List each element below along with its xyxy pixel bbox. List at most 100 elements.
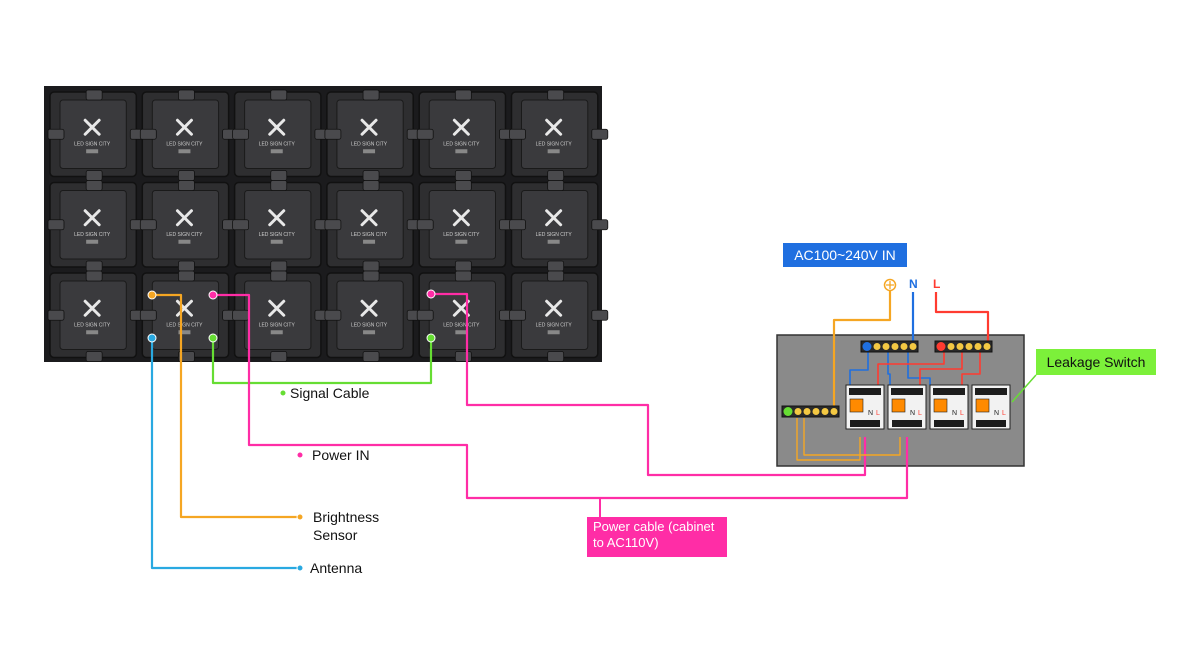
live-terminal-bar — [934, 340, 993, 353]
antenna-port-dot — [147, 333, 157, 343]
antenna-label-dot — [296, 564, 304, 572]
brand-text: LED SIGN CITY — [259, 232, 296, 238]
brand-text: LED SIGN CITY — [536, 322, 573, 328]
led-cabinet: LED SIGN CITY — [232, 89, 332, 181]
led-cabinet: LED SIGN CITY — [47, 270, 147, 362]
signal-port-dot — [426, 333, 436, 343]
live-bus-wire — [919, 352, 963, 385]
ac-input-tag: AC100~240V IN — [783, 243, 907, 267]
brand-text: LED SIGN CITY — [259, 322, 296, 328]
brand-logo-icon — [360, 299, 378, 317]
brand-logo-icon — [175, 118, 193, 136]
brand-logo-icon — [268, 209, 286, 227]
svg-text:N: N — [952, 410, 957, 417]
neutral-bus-wire — [849, 352, 869, 385]
antenna-label: Antenna — [310, 560, 363, 576]
live-bus-wire — [961, 352, 981, 385]
brightness-sensor-label: Brightness Sensor — [313, 509, 380, 543]
brand-logo-icon — [83, 118, 101, 136]
led-cabinet: LED SIGN CITY — [509, 89, 609, 181]
neutral-bus-wire — [907, 352, 931, 385]
leakage-switch-tag: Leakage Switch — [1036, 349, 1156, 375]
brand-text: LED SIGN CITY — [259, 141, 296, 147]
svg-text:L: L — [960, 410, 964, 417]
led-cabinet: LED SIGN CITY — [139, 180, 240, 272]
earth-input-wire — [832, 290, 892, 412]
brand-text: LED SIGN CITY — [351, 141, 388, 147]
brand-logo-icon — [545, 118, 563, 136]
power-label-dot — [296, 451, 304, 459]
brightness-port-dot — [147, 290, 157, 300]
brand-logo-icon — [360, 209, 378, 227]
power-port-dot — [208, 290, 218, 300]
svg-text:N: N — [910, 410, 915, 417]
brightness-label-dot — [296, 513, 304, 521]
svg-text:L: L — [1002, 410, 1006, 417]
neutral-terminal-label: N — [909, 277, 918, 291]
power-in-label: Power IN — [312, 447, 370, 463]
led-cabinet: LED SIGN CITY — [324, 270, 424, 362]
power-cable-wire — [213, 293, 909, 500]
earth-terminal-bar — [781, 405, 840, 418]
earth-bus-wire — [803, 418, 901, 456]
antenna-wire — [150, 338, 300, 570]
svg-text:N: N — [994, 410, 999, 417]
live-input-wire — [934, 292, 990, 345]
signal-label-dot — [279, 389, 287, 397]
led-cabinet: LED SIGN CITY — [232, 180, 332, 272]
brand-text: LED SIGN CITY — [166, 232, 203, 238]
led-cabinet: LED SIGN CITY — [509, 270, 609, 362]
connection-nodes — [147, 278, 993, 572]
power-cable-tag: Power cable (cabinet to AC110V) — [587, 517, 727, 557]
brand-logo-icon — [175, 209, 193, 227]
live-bus-wire — [877, 352, 945, 385]
led-cabinet: LED SIGN CITY — [47, 180, 147, 272]
brand-text: LED SIGN CITY — [74, 232, 111, 238]
signal-port-dot — [208, 333, 218, 343]
svg-text:L: L — [918, 410, 922, 417]
brand-logo-icon — [360, 118, 378, 136]
brand-text: LED SIGN CITY — [166, 322, 203, 328]
brand-text: LED SIGN CITY — [536, 232, 573, 238]
leakage-leader-line — [1011, 374, 1037, 403]
led-cabinet: LED SIGN CITY — [416, 180, 516, 272]
brand-logo-icon — [268, 118, 286, 136]
brand-logo-icon — [452, 209, 470, 227]
brand-logo-icon — [545, 299, 563, 317]
led-cabinet-wall: LED SIGN CITY LED SIGN CITY LED SIGN CITY L… — [44, 86, 609, 362]
signal-cable-label: Signal Cable — [290, 385, 370, 401]
brand-text: LED SIGN CITY — [443, 141, 480, 147]
brand-text: LED SIGN CITY — [443, 232, 480, 238]
brand-logo-icon — [175, 299, 193, 317]
neutral-terminal-bar — [860, 340, 919, 353]
brand-logo-icon — [545, 209, 563, 227]
led-cabinet: LED SIGN CITY — [509, 180, 609, 272]
brand-text: LED SIGN CITY — [536, 141, 573, 147]
brand-text: LED SIGN CITY — [351, 232, 388, 238]
neutral-bus-wire — [887, 352, 891, 385]
svg-text:L: L — [876, 410, 880, 417]
brand-text: LED SIGN CITY — [74, 141, 111, 147]
brand-text: LED SIGN CITY — [74, 322, 111, 328]
led-cabinet: LED SIGN CITY — [232, 270, 332, 362]
brand-logo-icon — [268, 299, 286, 317]
brand-text: LED SIGN CITY — [443, 322, 480, 328]
led-cabinet: LED SIGN CITY — [47, 89, 147, 181]
brand-logo-icon — [83, 209, 101, 227]
brightness-sensor-wire — [152, 293, 300, 519]
signal-cable-wire — [211, 338, 433, 385]
earth-symbol-icon — [883, 278, 897, 292]
brand-text: LED SIGN CITY — [166, 141, 203, 147]
live-terminal-label: L — [933, 277, 941, 291]
wires — [150, 290, 1037, 570]
led-cabinet: LED SIGN CITY — [324, 89, 424, 181]
earth-bus-wire — [796, 418, 861, 461]
brand-logo-icon — [452, 118, 470, 136]
led-cabinet: LED SIGN CITY — [416, 89, 516, 181]
